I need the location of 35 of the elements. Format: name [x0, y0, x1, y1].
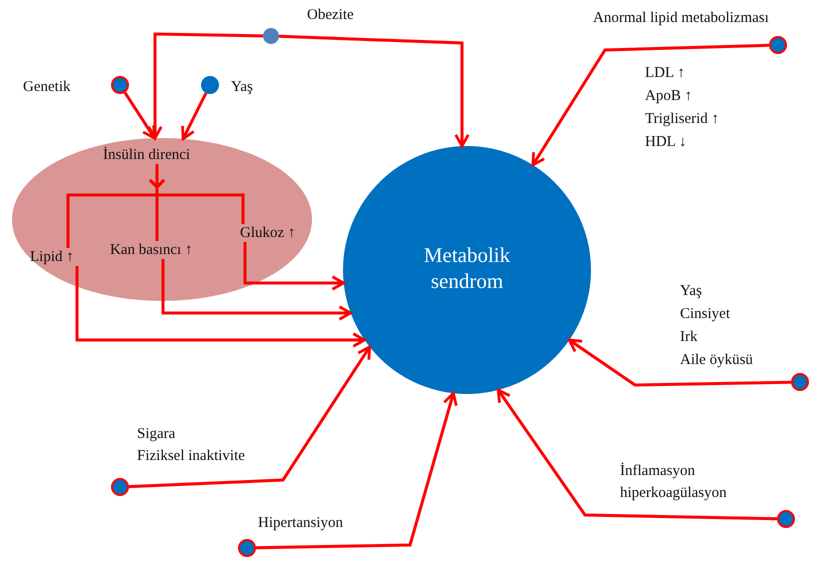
- note-text: Yaş: [680, 282, 702, 300]
- node-label: Glukoz ↑: [240, 224, 296, 242]
- node-label: Lipid ↑: [30, 248, 74, 266]
- note-text: Irk: [680, 328, 698, 346]
- arrow: [162, 259, 352, 321]
- arrow: [124, 92, 156, 140]
- note-text: Aile öyküsü: [680, 351, 753, 369]
- arrow: [147, 32, 264, 140]
- note-text: Cinsiyet: [680, 305, 730, 323]
- arrow: [256, 392, 458, 550]
- node-label: Sigara: [137, 425, 176, 443]
- note-text: Trigliserid ↑: [645, 110, 720, 128]
- node-label: İnflamasyon hiperkoagülasyon: [620, 462, 727, 503]
- node-label: Anormal lipid metabolizması: [593, 9, 769, 27]
- arrow: [244, 242, 346, 291]
- arrow: [76, 266, 366, 348]
- arrow: [148, 162, 244, 226]
- note-text: LDL ↑: [645, 64, 685, 82]
- node-label: Obezite: [307, 6, 354, 24]
- note-text: HDL ↓: [645, 133, 687, 151]
- node-label: Fiziksel inaktivite: [137, 447, 245, 465]
- node-label: Metabolik sendrom: [422, 242, 512, 294]
- arrow: [278, 34, 470, 148]
- node-label: Kan basıncı ↑: [110, 241, 192, 259]
- arrow: [496, 388, 778, 520]
- node-label: İnsülin direnci: [103, 146, 190, 164]
- arrow: [181, 92, 208, 140]
- node-label: Genetik: [23, 78, 70, 96]
- node-label: Yaş: [231, 78, 253, 96]
- note-text: ApoB ↑: [645, 87, 692, 105]
- arrow: [532, 44, 770, 166]
- arrow: [128, 346, 372, 488]
- node-dot: [791, 373, 809, 391]
- arrow: [568, 338, 792, 386]
- node-label: Hipertansiyon: [258, 514, 343, 532]
